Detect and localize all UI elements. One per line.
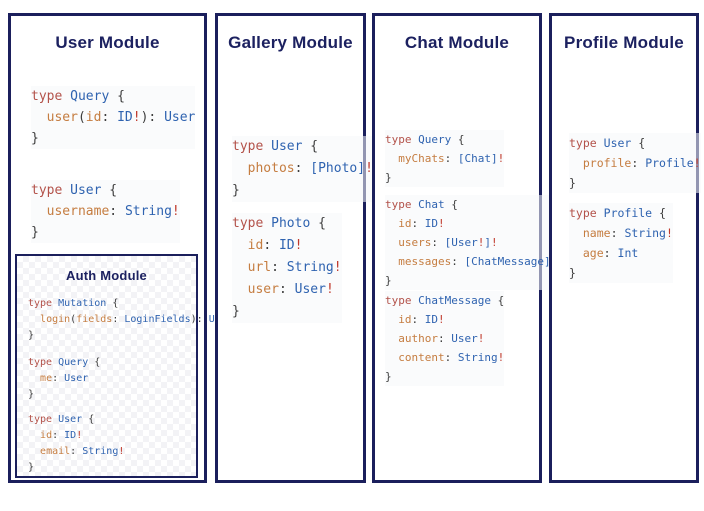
- chat-module-panel: Chat Module type Query { myChats: [Chat]…: [372, 13, 558, 483]
- user-module-panel: User Module type Query { user(id: ID!): …: [8, 13, 233, 483]
- auth-user-code-block: type User { id: ID! email: String!}: [28, 414, 125, 473]
- chat-query-code-block: type Query { myChats: [Chat]!}: [385, 130, 505, 187]
- gallery-module-title: Gallery Module: [228, 33, 353, 52]
- chat-type-code-block: type Chat { id: ID! users: [User!]! mess…: [385, 195, 558, 290]
- gallery-photo-code-block: type Photo { id: ID! url: String! user: …: [232, 213, 342, 323]
- gallery-user-code-block: type User { photos: [Photo]!}: [232, 136, 373, 202]
- user-query-code-block: type Query { user(id: ID!): User}: [31, 86, 196, 149]
- profile-user-code-block: type User { profile: Profile!}: [569, 133, 701, 193]
- auth-mutation-code-block: type Mutation { login(fields: LoginField…: [28, 298, 233, 341]
- profile-type-code-block: type Profile { name: String! age: Int}: [569, 203, 673, 283]
- user-module-title: User Module: [55, 33, 160, 52]
- chat-module-title: Chat Module: [404, 33, 510, 52]
- auth-module-title: Auth Module: [66, 268, 147, 283]
- user-type-code-block: type User { username: String!}: [31, 180, 180, 243]
- profile-module-title: Profile Module: [564, 33, 684, 52]
- auth-module-panel: Auth Module type Mutation { login(fields…: [15, 254, 233, 478]
- gallery-module-panel: Gallery Module type User { photos: [Phot…: [215, 13, 373, 483]
- chat-message-code-block: type ChatMessage { id: ID! author: User!…: [385, 291, 505, 386]
- profile-module-panel: Profile Module type User { profile: Prof…: [549, 13, 701, 483]
- auth-query-code-block: type Query { me: User}: [28, 357, 101, 400]
